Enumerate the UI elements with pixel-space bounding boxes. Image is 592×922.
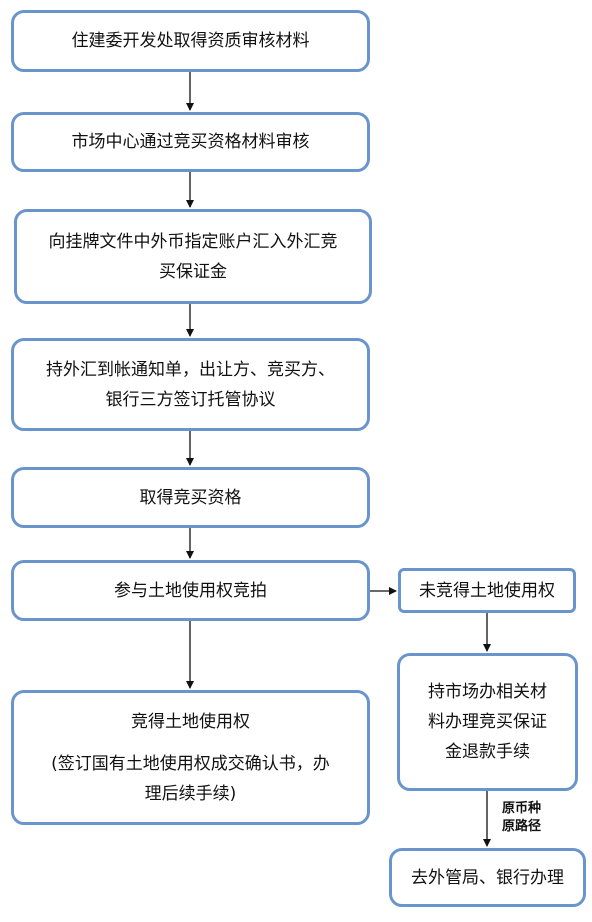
node-text: 持市场办相关材 — [428, 682, 547, 702]
node-text: 取得竞买资格 — [139, 487, 242, 508]
node-text: 去外管局、银行办理 — [411, 867, 564, 888]
step-forex-bank-processing: 去外管局、银行办理 — [389, 848, 586, 907]
node-text: 参与土地使用权竞拍 — [114, 580, 267, 601]
step-obtain-qualification-materials: 住建委开发处取得资质审核材料 — [11, 10, 370, 72]
node-text: 料办理竞买保证 — [428, 712, 547, 732]
step-sign-escrow-agreement: 持外汇到帐通知单，出让方、竞买方、 银行三方签订托管协议 — [11, 338, 370, 431]
step-obtain-bidding-qualification: 取得竞买资格 — [11, 467, 370, 528]
node-text: 向挂牌文件中外币指定账户汇入外汇竞 — [48, 231, 338, 252]
edge-label-original-currency-path: 原币种 原路径 — [502, 800, 541, 836]
step-remit-deposit: 向挂牌文件中外币指定账户汇入外汇竞 买保证金 — [14, 209, 372, 304]
node-text: 未竞得土地使用权 — [419, 580, 555, 601]
node-text: 住建委开发处取得资质审核材料 — [71, 31, 310, 51]
node-text: 理后续手续) — [144, 783, 237, 804]
node-text: (签订国有土地使用权成交确认书，办 — [51, 753, 330, 774]
node-text: 市场中心通过竞买资格材料审核 — [71, 132, 310, 152]
node-text: 金退款手续 — [445, 742, 530, 762]
edge-label-line: 原路径 — [502, 819, 542, 834]
step-won-land-use-right: 竞得土地使用权 (签订国有土地使用权成交确认书，办 理后续手续) — [11, 690, 370, 825]
edge-label-line: 原币种 — [502, 801, 542, 816]
node-text: 持外汇到帐通知单，出让方、竞买方、 — [46, 359, 335, 380]
node-title: 竞得土地使用权 — [131, 711, 250, 732]
step-market-center-review: 市场中心通过竞买资格材料审核 — [11, 112, 370, 172]
step-not-won-land-use-right: 未竞得土地使用权 — [398, 568, 576, 613]
step-deposit-refund: 持市场办相关材 料办理竞买保证 金退款手续 — [397, 653, 578, 791]
node-text: 买保证金 — [159, 261, 227, 282]
node-text: 银行三方签订托管协议 — [105, 389, 276, 410]
step-participate-auction: 参与土地使用权竞拍 — [11, 560, 370, 621]
